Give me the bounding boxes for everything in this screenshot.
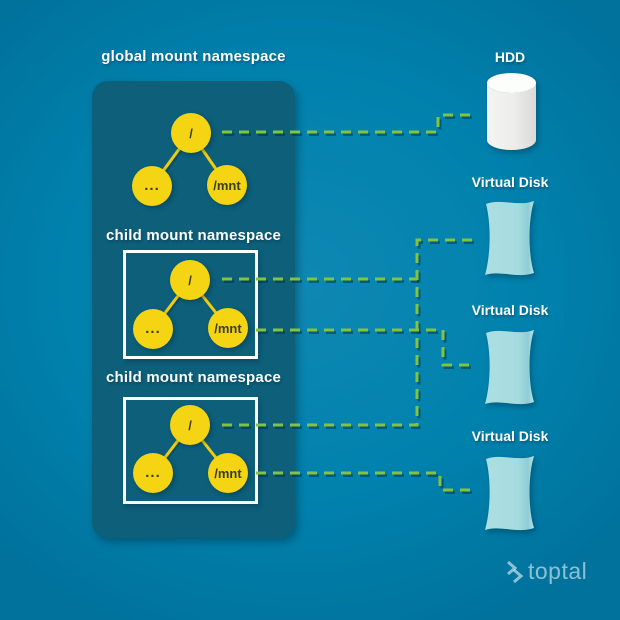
- child2-dirs-node: ...: [133, 453, 173, 493]
- child2-root-node: /: [170, 405, 210, 445]
- child2-dirs-label: ...: [145, 464, 161, 481]
- global-root-label: /: [189, 125, 193, 141]
- toptal-logo-text: toptal: [528, 558, 588, 584]
- virtual-disk-2-icon: [485, 330, 534, 405]
- child1-dirs-label: ...: [145, 320, 161, 337]
- global-namespace-label: global mount namespace: [101, 48, 286, 65]
- hdd-label: HDD: [494, 49, 526, 65]
- child1-mnt-label: /mnt: [214, 320, 242, 336]
- toptal-logo: toptal: [505, 558, 587, 585]
- virtual-disk-3-icon: [485, 456, 534, 531]
- global-dirs-label: ...: [144, 177, 160, 194]
- child1-root-node: /: [170, 260, 210, 300]
- virtual-disk-3-label: Virtual Disk: [471, 428, 549, 444]
- child1-dirs-node: ...: [133, 309, 173, 349]
- child2-root-label: /: [188, 417, 192, 433]
- child-namespace-2-label: child mount namespace: [105, 369, 282, 386]
- child-namespace-1-label: child mount namespace: [105, 227, 282, 244]
- global-dirs-node: ...: [132, 166, 172, 206]
- child1-root-label: /: [188, 272, 192, 288]
- child1-mnt-node: /mnt: [208, 308, 248, 348]
- child2-mnt-node: /mnt: [208, 453, 248, 493]
- hdd-cylinder-icon: [487, 73, 536, 150]
- global-root-node: /: [171, 113, 211, 153]
- virtual-disk-1-label: Virtual Disk: [471, 174, 549, 190]
- toptal-logo-icon: [507, 560, 524, 583]
- global-mnt-label: /mnt: [213, 177, 241, 193]
- virtual-disk-1-icon: [485, 201, 534, 276]
- child2-mnt-label: /mnt: [214, 465, 242, 481]
- global-mnt-node: /mnt: [207, 165, 247, 205]
- child-namespace-2-box: [123, 397, 258, 504]
- virtual-disk-2-label: Virtual Disk: [471, 302, 549, 318]
